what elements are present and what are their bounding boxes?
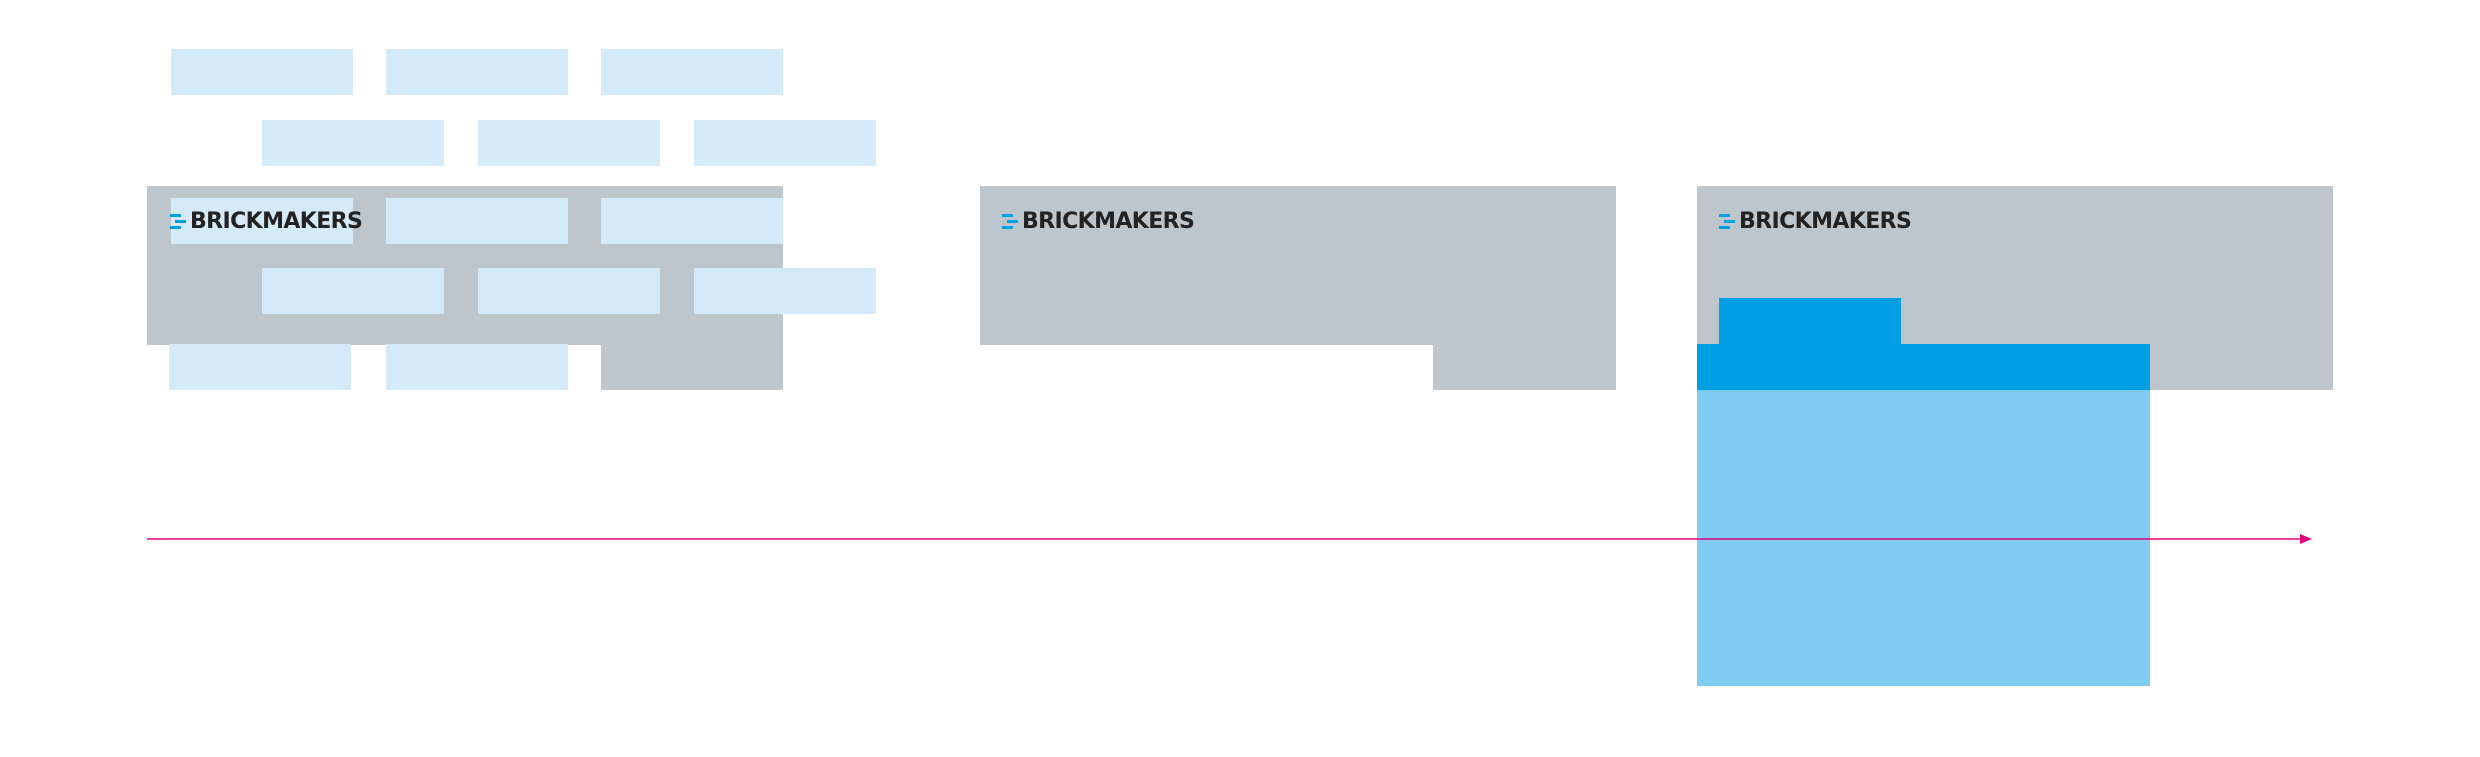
brick (386, 49, 568, 95)
brickmakers-logo: BRICKMAKERS (1719, 209, 1912, 234)
folder-tab (1719, 298, 1901, 345)
brick (601, 49, 783, 95)
brick (262, 268, 444, 314)
brick (169, 344, 351, 390)
banner-tab (1433, 186, 1616, 390)
arrowhead-icon (2300, 534, 2312, 544)
logo-wordmark: BRICKMAKERS (1739, 209, 1912, 234)
brick (386, 344, 568, 390)
brick (262, 120, 444, 166)
panel-scattered-bricks: BRICKMAKERS (0, 0, 900, 420)
brick (478, 268, 660, 314)
brickmakers-logo: BRICKMAKERS (170, 209, 363, 234)
logo-wordmark: BRICKMAKERS (1022, 209, 1195, 234)
brick (386, 198, 568, 244)
brick (601, 198, 783, 244)
brickmakers-logo: BRICKMAKERS (1002, 209, 1195, 234)
panel-reduced-banner: BRICKMAKERS (0, 0, 1700, 420)
brick (694, 268, 876, 314)
folder-top-band (1697, 344, 2150, 390)
logo-wordmark: BRICKMAKERS (190, 209, 363, 234)
brick (478, 120, 660, 166)
folder-body (1697, 390, 2150, 686)
brickmakers-logo-icon (170, 214, 186, 229)
brickmakers-logo-icon (1002, 214, 1018, 229)
brickmakers-logo-icon (1719, 214, 1735, 229)
brick-logo (171, 198, 353, 244)
brick (171, 49, 353, 95)
brick (694, 120, 876, 166)
